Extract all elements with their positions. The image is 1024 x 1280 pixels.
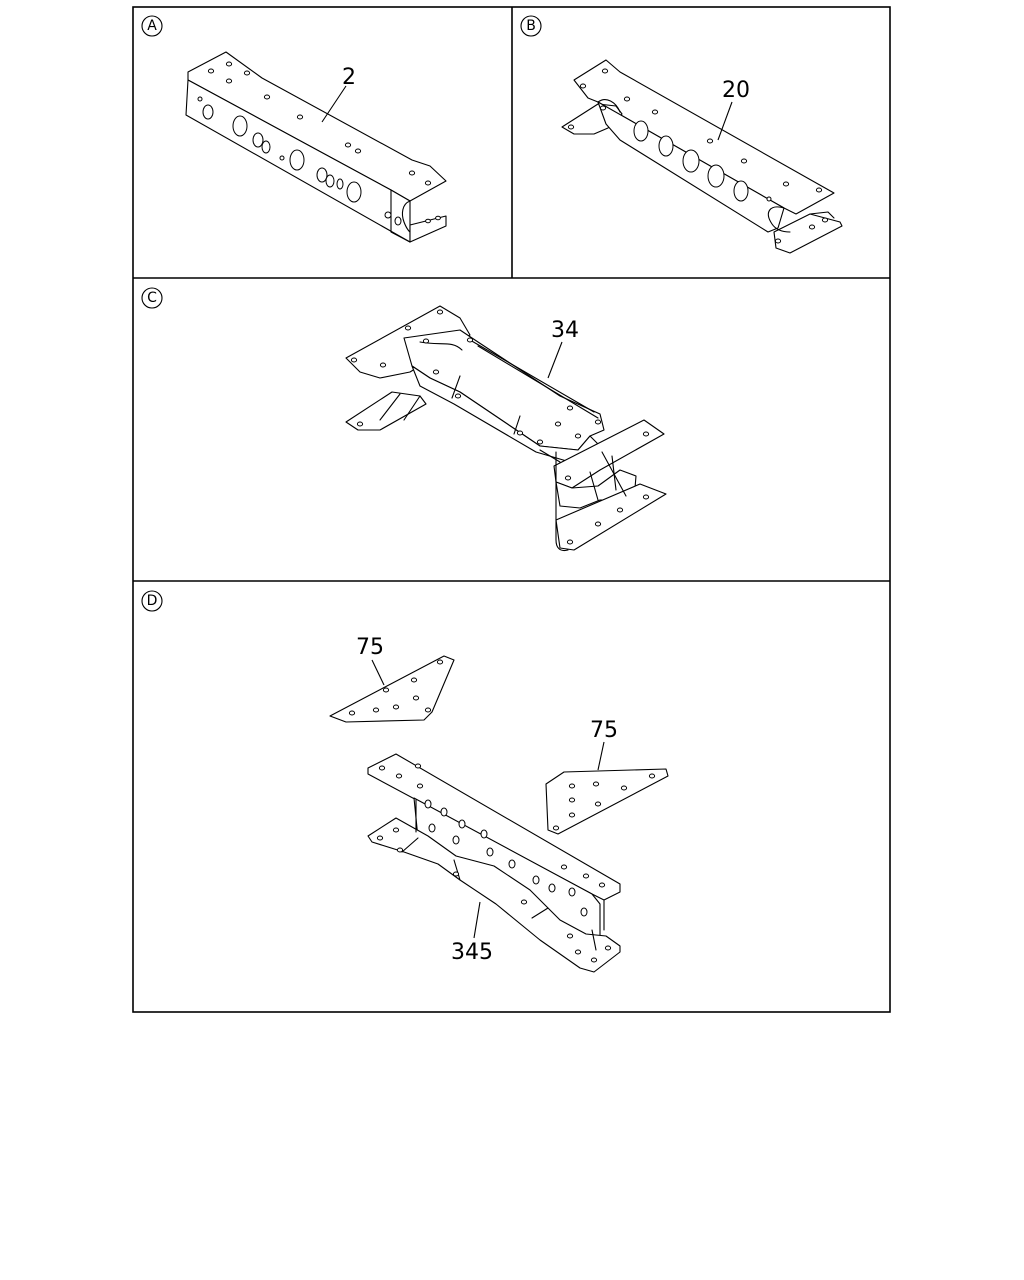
panel-label-a: A (147, 18, 157, 34)
part-20-crossmember[interactable]: 20 (561, 59, 843, 254)
part-75-gusset-left[interactable]: 75 (329, 635, 455, 723)
panel-b: B (520, 15, 843, 254)
callout-75-left: 75 (356, 635, 384, 660)
callout-34: 34 (551, 318, 579, 343)
callout-20: 20 (722, 78, 750, 103)
panel-badge-c: C (141, 287, 163, 309)
panel-d: D 75 75 (141, 590, 669, 973)
callout-75-right: 75 (590, 718, 618, 743)
diagram-frame (132, 6, 891, 1013)
panel-a: A (141, 15, 447, 243)
part-2-crossmember[interactable]: 2 (185, 51, 447, 243)
panel-label-d: D (147, 593, 158, 609)
part-34-crossmember[interactable]: 34 (345, 305, 667, 552)
panel-badge-b: B (520, 15, 542, 37)
part-75-gusset-right[interactable]: 75 (545, 718, 669, 835)
panel-label-c: C (147, 290, 157, 306)
panel-c: C (141, 287, 667, 552)
panel-badge-a: A (141, 15, 163, 37)
part-345-crossmember[interactable]: 345 (367, 753, 621, 973)
panel-badge-d: D (141, 590, 163, 612)
callout-2: 2 (342, 65, 356, 90)
callout-345: 345 (451, 940, 493, 965)
panel-label-b: B (526, 18, 536, 34)
